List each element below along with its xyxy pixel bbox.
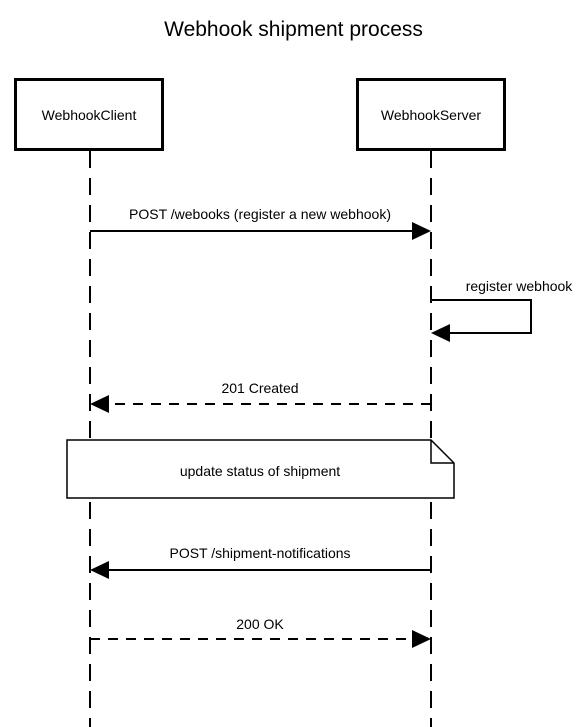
message-arrow-created [90, 395, 431, 413]
message-label-shipment-notifications: POST /shipment-notifications [169, 545, 351, 561]
message-arrow-self-register [431, 299, 532, 342]
note-text: update status of shipment [179, 463, 341, 479]
message-label-register: POST /webooks (register a new webhook) [129, 206, 391, 222]
message-label-self-register: register webhook [465, 278, 573, 294]
diagram-title: Webhook shipment process [164, 18, 423, 41]
participant-webhook-server: WebhookServer [356, 78, 506, 151]
message-arrow-ok [90, 630, 431, 648]
message-arrow-register [90, 222, 431, 240]
message-label-created: 201 Created [221, 380, 299, 396]
participant-label: WebhookServer [380, 106, 482, 123]
participant-label: WebhookClient [41, 106, 137, 123]
participant-webhook-client: WebhookClient [14, 78, 164, 151]
message-label-ok: 200 OK [236, 616, 284, 632]
message-arrow-shipment-notifications [90, 561, 431, 579]
note-shape [66, 439, 455, 499]
